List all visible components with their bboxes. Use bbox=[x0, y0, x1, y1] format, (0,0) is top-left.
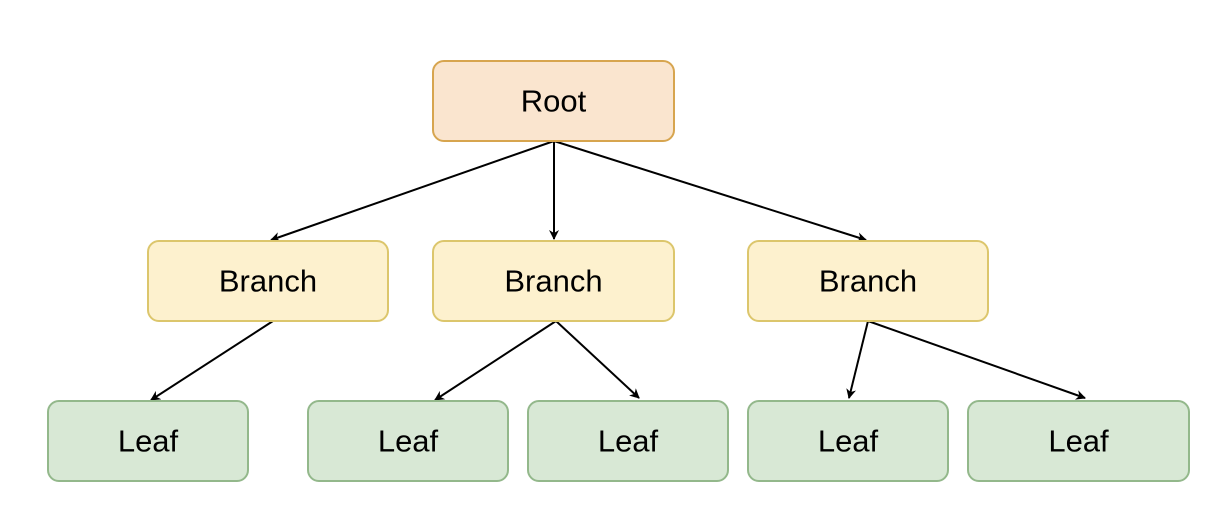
root-node[interactable]: Root bbox=[432, 60, 675, 142]
edge-branch-right-to-leaf-4 bbox=[846, 320, 869, 399]
leaf-node-2-box bbox=[307, 400, 509, 482]
edge-root-to-branch-right bbox=[553, 140, 867, 243]
leaf-node-4-label: Leaf bbox=[818, 424, 879, 459]
leaf-node-3-box bbox=[527, 400, 729, 482]
edge-root-to-branch-left bbox=[270, 140, 555, 242]
edge-branch-middle-to-leaf-3 bbox=[555, 320, 640, 399]
branch-node-left-label: Branch bbox=[219, 264, 317, 299]
leaf-node-5[interactable]: Leaf bbox=[967, 400, 1190, 482]
branch-node-middle[interactable]: Branch bbox=[432, 240, 675, 322]
branch-node-right-label: Branch bbox=[819, 264, 917, 299]
branch-node-right[interactable]: Branch bbox=[747, 240, 989, 322]
leaf-node-3-label: Leaf bbox=[598, 424, 659, 459]
leaf-node-1-box bbox=[47, 400, 249, 482]
branch-node-left-box bbox=[147, 240, 389, 322]
leaf-node-1[interactable]: Leaf bbox=[47, 400, 249, 482]
edges bbox=[150, 140, 1086, 401]
leaf-node-4[interactable]: Leaf bbox=[747, 400, 949, 482]
leaf-node-5-label: Leaf bbox=[1048, 424, 1109, 459]
edge-branch-left-to-leaf-1 bbox=[150, 320, 274, 401]
leaf-node-3[interactable]: Leaf bbox=[527, 400, 729, 482]
branch-node-left[interactable]: Branch bbox=[147, 240, 389, 322]
branch-node-middle-label: Branch bbox=[504, 264, 602, 299]
leaf-node-2-label: Leaf bbox=[378, 424, 439, 459]
branch-node-right-box bbox=[747, 240, 989, 322]
leaf-node-5-box bbox=[967, 400, 1190, 482]
root-node-label: Root bbox=[521, 84, 587, 119]
root-node-box bbox=[432, 60, 675, 142]
leaf-node-1-label: Leaf bbox=[118, 424, 179, 459]
leaf-node-4-box bbox=[747, 400, 949, 482]
edge-branch-middle-to-leaf-2 bbox=[434, 320, 557, 401]
edge-branch-right-to-leaf-5 bbox=[867, 320, 1086, 400]
leaf-node-2[interactable]: Leaf bbox=[307, 400, 509, 482]
branch-node-middle-box bbox=[432, 240, 675, 322]
